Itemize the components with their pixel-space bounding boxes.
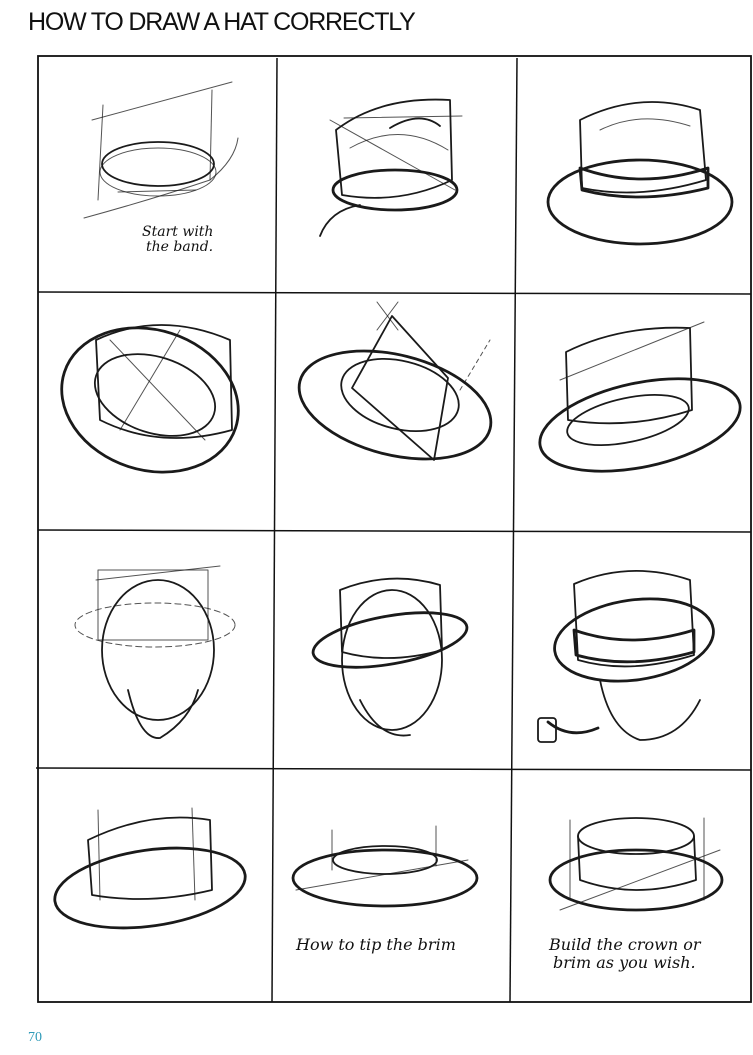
panel-12-caption-line-2: brim as you wish. — [553, 953, 696, 972]
grid-line-col-2 — [509, 57, 518, 1003]
grid-line-row-1 — [37, 291, 752, 295]
panel-9-man-with-pipe-sketch — [537, 570, 715, 743]
panel-3-finished-hat-sketch — [546, 101, 734, 246]
panel-11-caption: How to tip the brim — [295, 935, 456, 954]
panel-7-head-construction-sketch — [74, 565, 236, 739]
panel-1-caption-line-1: Start with — [142, 224, 213, 240]
panel-5-construction-sketch — [297, 301, 493, 461]
panel-1-band-sketch: Start with the band. — [83, 81, 239, 255]
panel-2-crown-sketch — [319, 98, 463, 237]
page-title: HOW TO DRAW A HAT CORRECTLY — [28, 8, 416, 36]
panel-11-tip-brim-sketch: How to tip the brim — [291, 825, 479, 954]
panel-6-angled-hat-sketch — [538, 321, 742, 473]
grid-line-row-3 — [35, 767, 752, 771]
panel-4-tilted-hat-sketch — [60, 324, 240, 474]
page-number: 70 — [28, 1030, 42, 1045]
grid-line-row-2 — [37, 529, 752, 533]
panel-8-head-with-hat-sketch — [311, 577, 469, 737]
panel-10-perspective-crown-sketch — [53, 807, 247, 930]
panel-1-caption-line-2: the band. — [146, 239, 213, 255]
panel-12-build-crown-sketch: Build the crown or brim as you wish. — [548, 817, 724, 972]
grid-frame — [37, 55, 752, 1003]
panel-12-caption-line-1: Build the crown or — [548, 935, 702, 954]
